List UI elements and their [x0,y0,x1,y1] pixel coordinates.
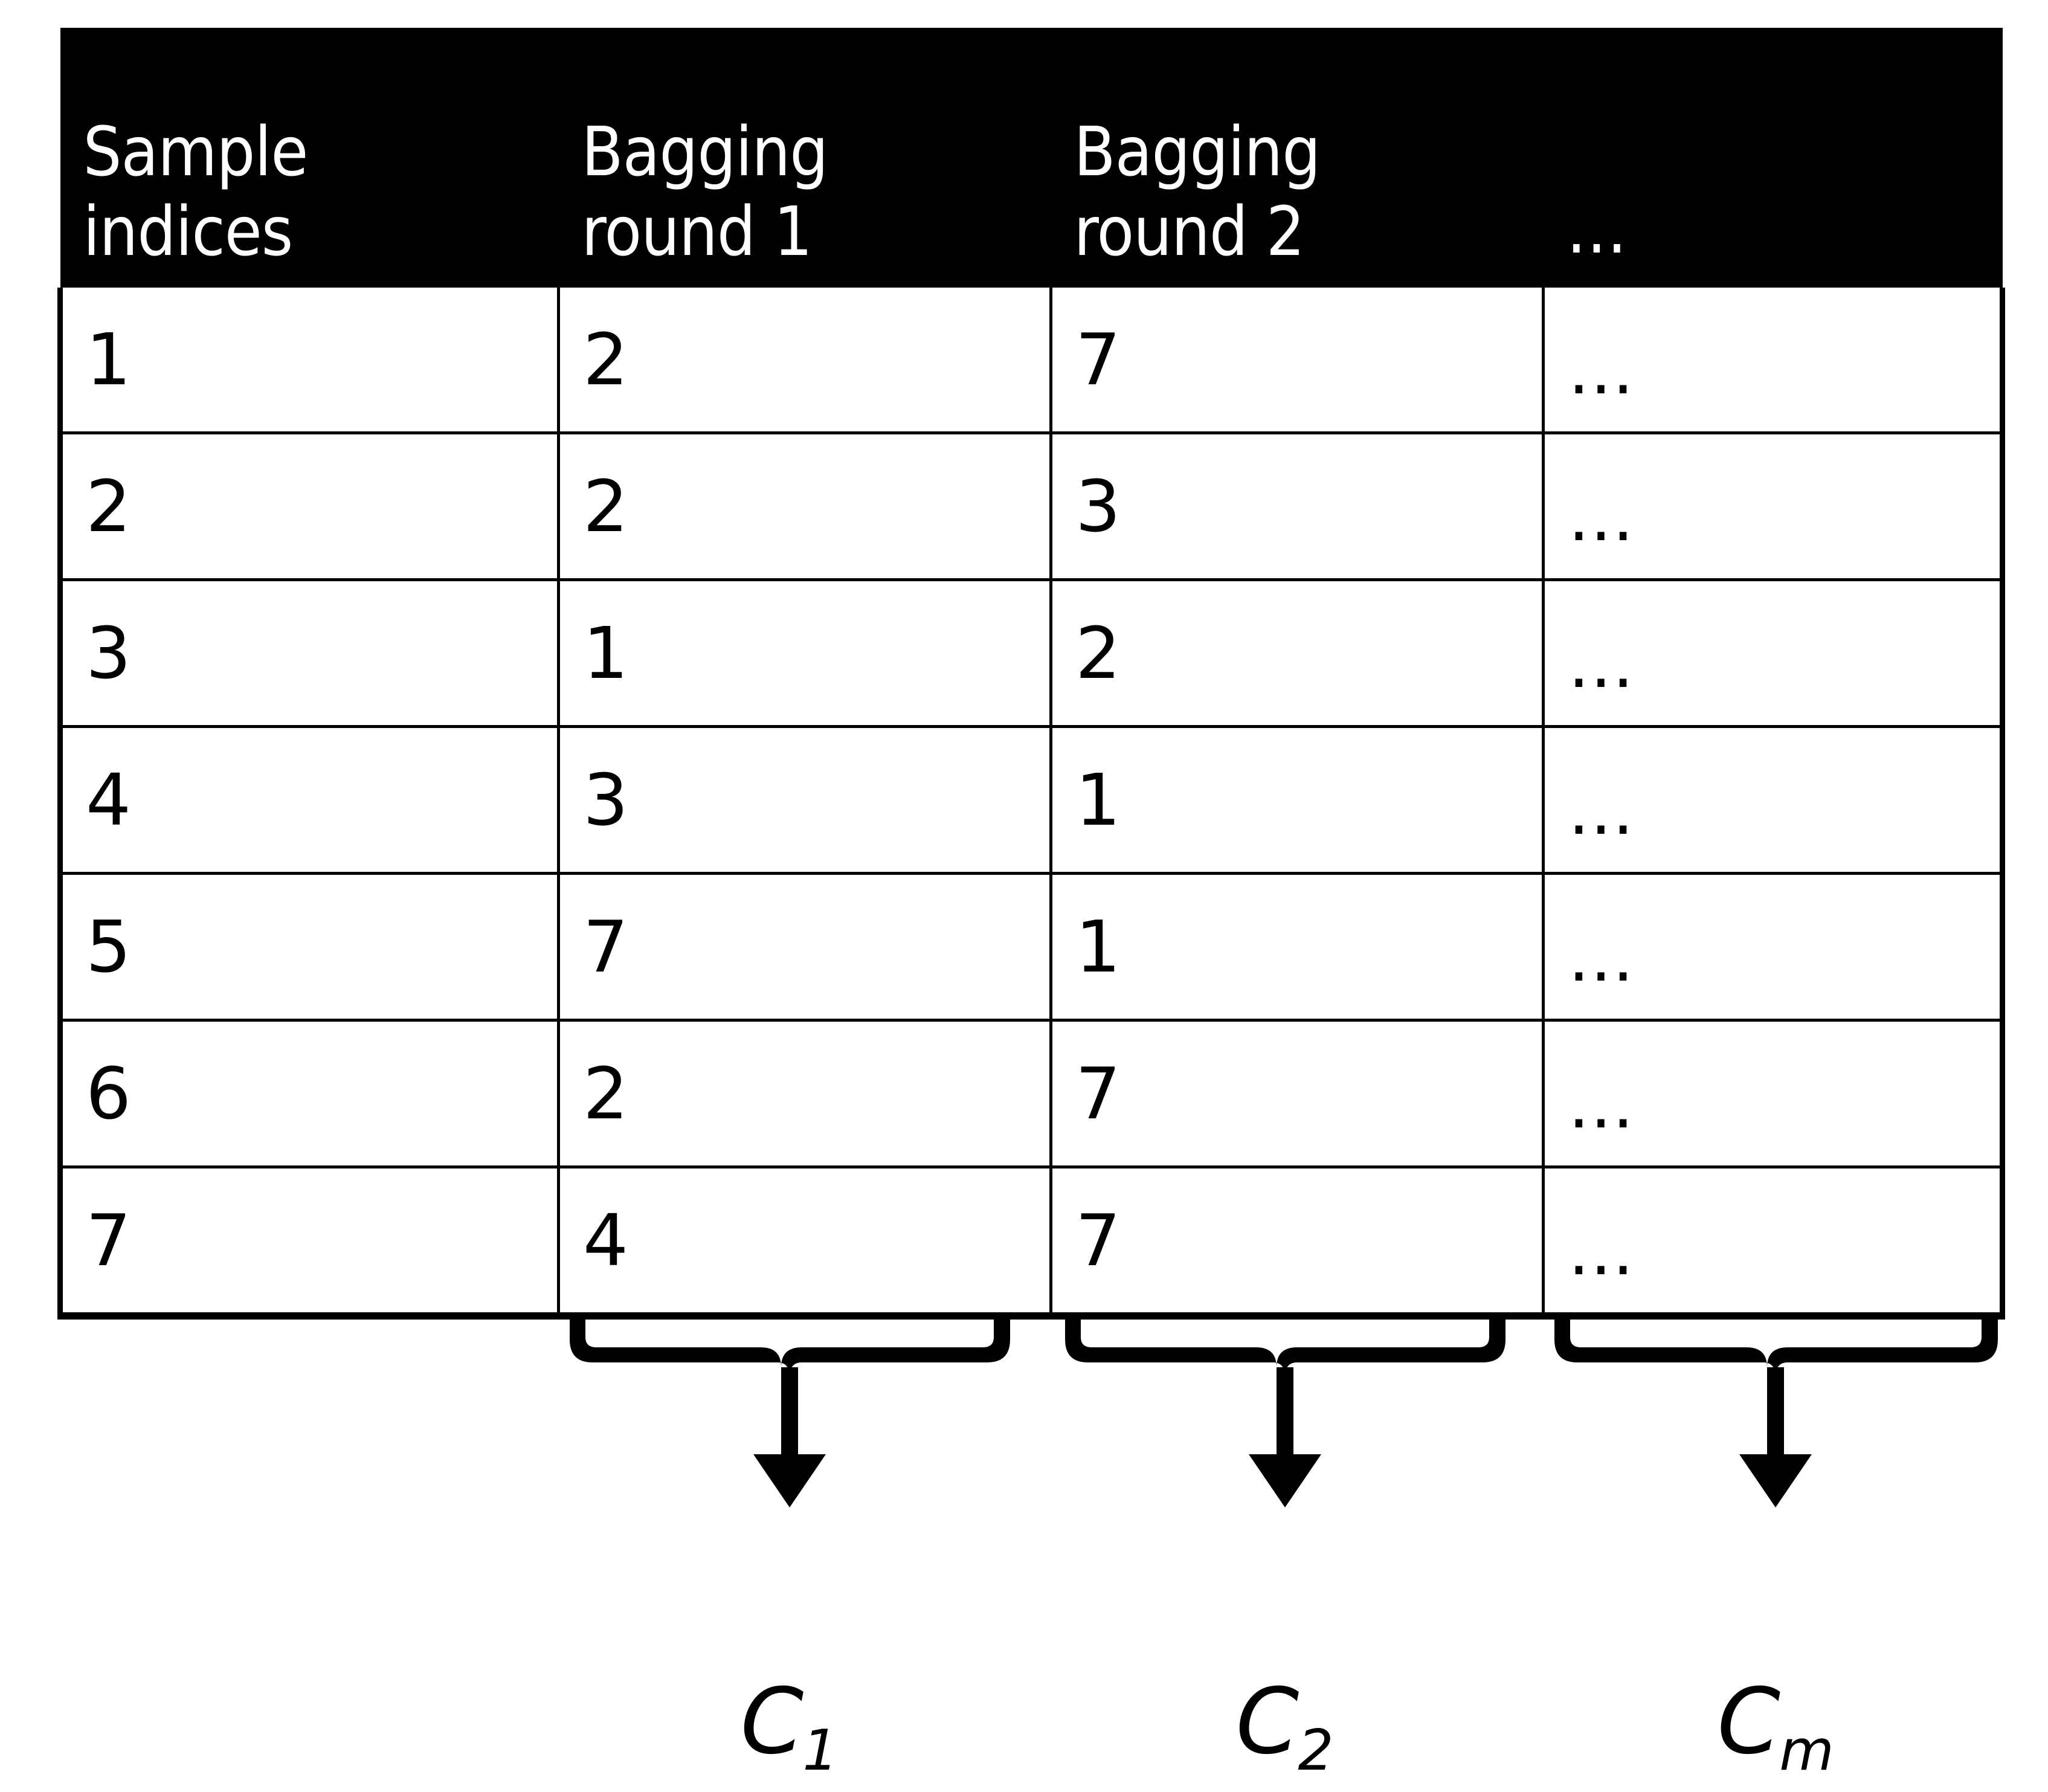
column-header-more-rounds: … [1543,28,2003,288]
cell-sample-index: 2 [57,431,560,581]
cell-round2: 1 [1049,872,1545,1022]
cell-sample-index: 7 [57,1165,560,1320]
classifier-group-1: C1 [565,1314,1015,1778]
cell-sample-index: 3 [57,578,560,728]
cell-more-value: … [1568,332,1638,409]
cell-round1: 1 [557,578,1052,728]
bagging-table: Sample indices Bagging round 1 Bagging r… [57,28,2005,1320]
cell-more: … [1542,288,2005,434]
cell-round1-value: 2 [583,1052,628,1135]
classifier-group-m: Cm [1550,1314,2003,1778]
cell-sample-index-value: 3 [86,611,131,695]
cell-round1-value: 1 [583,611,628,695]
cell-more: … [1542,1019,2005,1168]
table-row: 2 2 3 … [57,431,2005,581]
classifier-2-label: C2 [1060,1677,1510,1778]
cell-round2-value: 1 [1075,905,1121,988]
cell-round2: 7 [1049,288,1545,434]
cell-round1: 2 [557,288,1052,434]
cell-round2-value: 7 [1075,318,1121,401]
classifier-1-label: C1 [565,1677,1015,1778]
cell-more: … [1542,431,2005,581]
classifier-group-2: C2 [1060,1314,1510,1778]
cell-round2: 3 [1049,431,1545,581]
cell-round2-value: 3 [1075,465,1121,548]
cell-more: … [1542,725,2005,875]
cell-round1-value: 2 [583,465,628,548]
cell-sample-index-value: 7 [86,1199,131,1282]
underbrace-arrow-1-icon [570,1314,1010,1507]
cell-sample-index: 1 [57,288,560,434]
cell-round2: 1 [1049,725,1545,875]
cell-round1: 4 [557,1165,1052,1320]
classifier-2-base: C [1235,1669,1299,1774]
cell-sample-index: 4 [57,725,560,875]
cell-more-value: … [1568,772,1638,849]
column-header-bagging-round-1-label: Bagging round 1 [581,112,829,271]
table-header: Sample indices Bagging round 1 Bagging r… [60,28,2003,288]
table-body: 1 2 7 … 2 2 3 … 3 1 2 … 4 [57,288,2005,1320]
table-row: 3 1 2 … [57,578,2005,728]
cell-more-value: … [1568,1066,1638,1143]
bagging-table-container: Sample indices Bagging round 1 Bagging r… [57,28,2005,1320]
cell-sample-index-value: 1 [86,318,131,401]
cell-round2: 2 [1049,578,1545,728]
cell-round2-value: 7 [1075,1052,1121,1135]
cell-round1-value: 3 [583,758,628,842]
cell-more: … [1542,1165,2005,1320]
classifier-m-label: Cm [1550,1677,2003,1778]
classifier-2-subscript: 2 [1298,1717,1334,1783]
cell-sample-index-value: 6 [86,1052,131,1135]
cell-sample-index: 5 [57,872,560,1022]
cell-round1: 2 [557,1019,1052,1168]
column-header-bagging-round-2-label: Bagging round 2 [1074,112,1321,271]
table-row: 1 2 7 … [57,288,2005,434]
column-header-sample-indices-label: Sample indices [83,112,309,271]
table-row: 4 3 1 … [57,725,2005,875]
cell-round2-value: 2 [1075,611,1121,695]
underbrace-arrow-m-icon [1554,1314,1998,1507]
column-header-more-rounds-label: … [1566,190,1631,269]
cell-round1: 7 [557,872,1052,1022]
cell-more-value: … [1568,919,1638,996]
cell-sample-index-value: 2 [86,465,131,548]
cell-round2: 7 [1049,1165,1545,1320]
column-header-bagging-round-2: Bagging round 2 [1051,28,1544,288]
cell-more: … [1542,872,2005,1022]
cell-round1-value: 4 [583,1199,628,1282]
classifier-1-subscript: 1 [802,1717,839,1783]
classifier-1-base: C [740,1669,804,1774]
cell-more-value: … [1568,479,1638,556]
cell-round2: 7 [1049,1019,1545,1168]
table-row: 7 4 7 … [57,1165,2005,1320]
column-header-sample-indices: Sample indices [60,28,559,288]
cell-round1-value: 2 [583,318,628,401]
cell-round1: 2 [557,431,1052,581]
cell-sample-index: 6 [57,1019,560,1168]
cell-round2-value: 1 [1075,758,1121,842]
table-row: 5 7 1 … [57,872,2005,1022]
classifier-m-base: C [1717,1669,1781,1774]
cell-sample-index-value: 5 [86,905,131,988]
cell-round2-value: 7 [1075,1199,1121,1282]
classifier-m-subscript: m [1779,1717,1834,1783]
underbrace-arrow-2-icon [1065,1314,1505,1507]
header-row: Sample indices Bagging round 1 Bagging r… [60,28,2003,288]
cell-round1-value: 7 [583,905,628,988]
column-header-bagging-round-1: Bagging round 1 [558,28,1051,288]
table-row: 6 2 7 … [57,1019,2005,1168]
cell-round1: 3 [557,725,1052,875]
cell-more: … [1542,578,2005,728]
cell-sample-index-value: 4 [86,758,131,842]
cell-more-value: … [1568,625,1638,703]
cell-more-value: … [1568,1213,1638,1290]
